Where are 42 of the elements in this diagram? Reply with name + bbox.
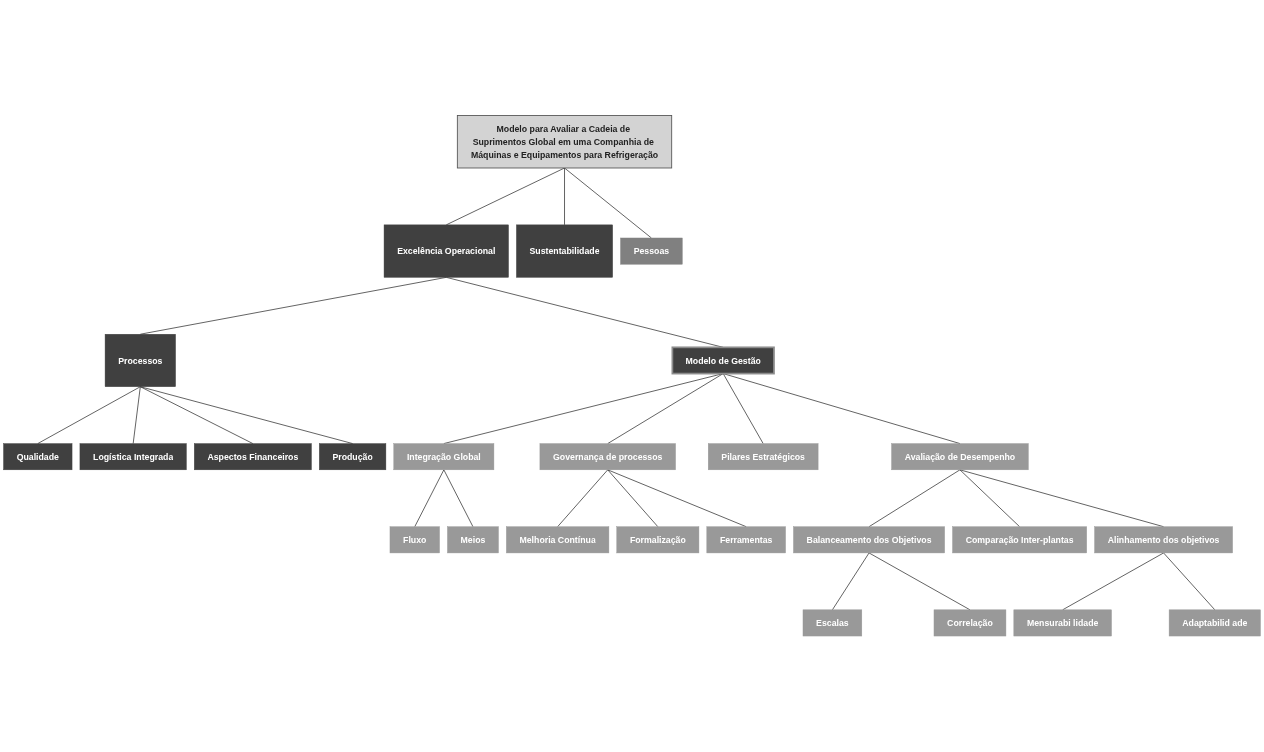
node-box: Avaliação de Desempenho — [891, 443, 1029, 471]
node-box: Governança de processos — [539, 443, 676, 471]
connector — [140, 386, 254, 445]
connector — [1163, 552, 1216, 611]
node-box: Formalização — [616, 526, 700, 554]
connector — [443, 469, 474, 528]
node-box: Ferramentas — [706, 526, 786, 554]
connector — [959, 469, 1020, 528]
node-box: Modelo de Gestão — [671, 346, 775, 375]
connector — [832, 552, 870, 611]
connector — [564, 167, 652, 239]
connector — [414, 469, 445, 528]
node-box: Alinhamento dos objetivos — [1094, 526, 1233, 554]
node-box: Processos — [104, 334, 176, 388]
node-box: Mensurabi lidade — [1013, 609, 1112, 637]
connector — [1062, 552, 1164, 611]
connector — [557, 469, 609, 528]
connector — [37, 386, 141, 445]
node-box: Fluxo — [389, 526, 440, 554]
connector — [722, 373, 764, 445]
connector — [607, 373, 724, 445]
node-box: Sustentabilidade — [516, 224, 613, 278]
node-box: Produção — [319, 443, 387, 471]
node-box: Modelo para Avaliar a Cadeia de Suprimentos Global em uma Companhia de Máquinas e Equipamentos para Refrigeração — [456, 115, 673, 169]
node-box: Pessoas — [620, 238, 683, 265]
connector — [445, 167, 565, 226]
node-box: Comparação Inter-plantas — [952, 526, 1087, 554]
node-box: Correlação — [933, 609, 1007, 637]
node-box: Balanceamento dos Objetivos — [793, 526, 945, 554]
node-box: Escalas — [802, 609, 863, 637]
connector — [607, 469, 659, 528]
node-box: Pilares Estratégicos — [708, 443, 819, 471]
node-box: Logística Integrada — [79, 443, 187, 471]
node-box: Qualidade — [3, 443, 73, 471]
node-box: Integração Global — [393, 443, 495, 471]
node-box: Excelência Operacional — [383, 224, 509, 278]
connector — [564, 167, 565, 226]
node-box: Melhoria Contínua — [506, 526, 610, 554]
node-box: Aspectos Financeiros — [194, 443, 312, 471]
node-box: Adaptabilid ade — [1168, 609, 1261, 637]
connector — [132, 386, 141, 445]
node-box: Meios — [447, 526, 499, 554]
